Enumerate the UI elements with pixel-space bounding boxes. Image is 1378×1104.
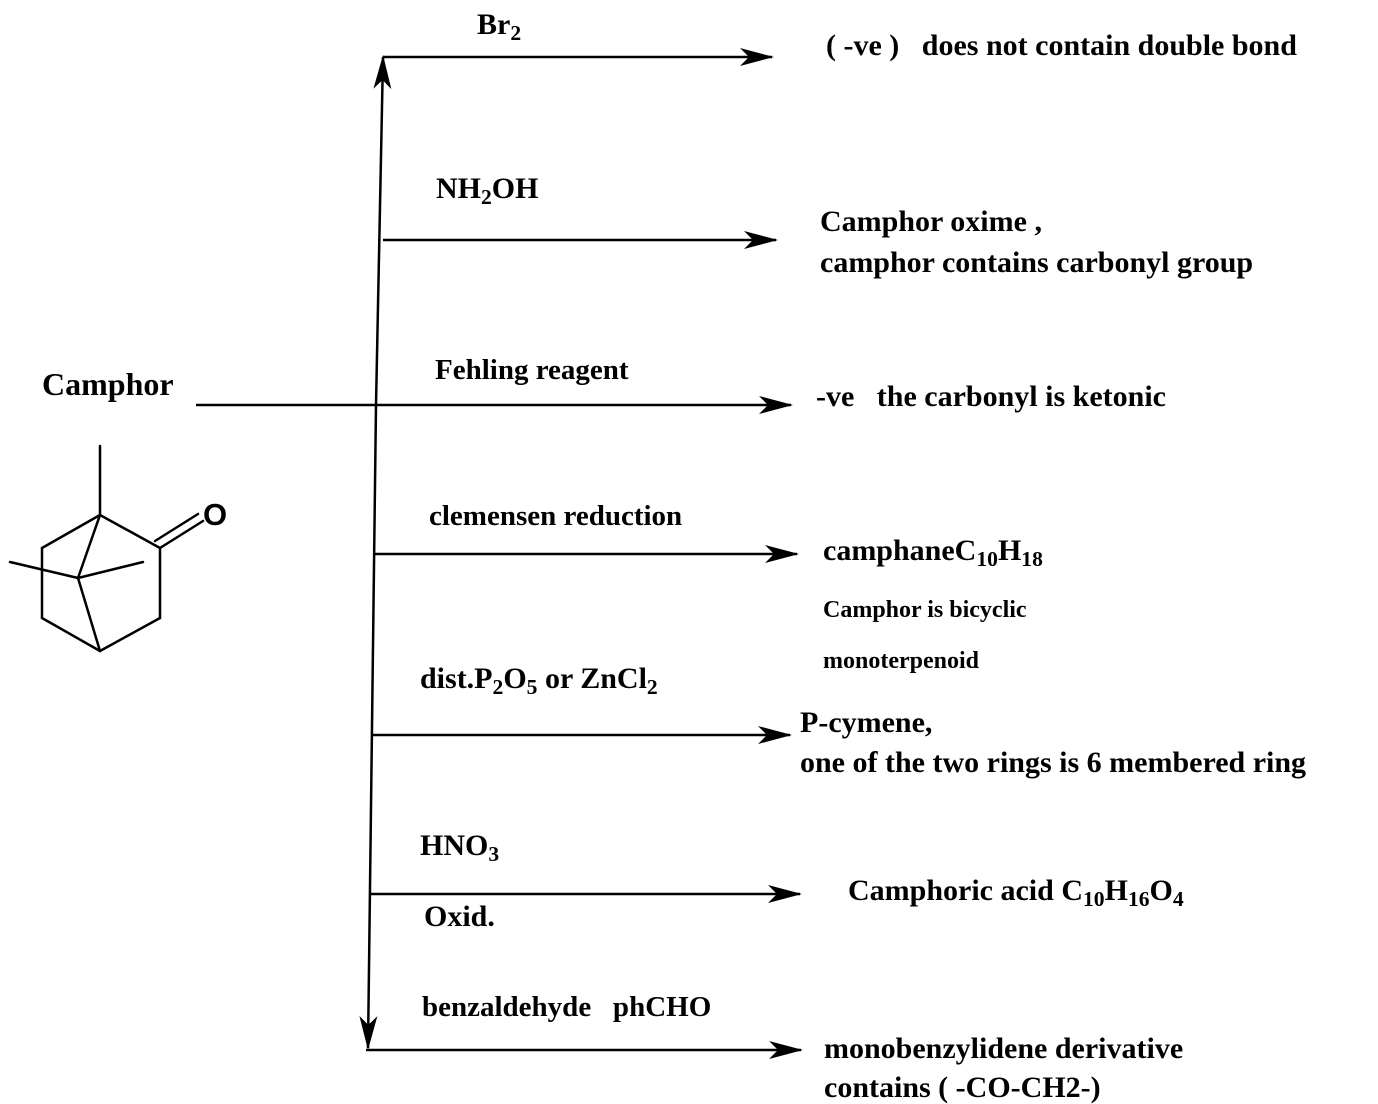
reagent-text: Br <box>477 8 511 41</box>
camphor-structure <box>8 444 205 653</box>
reagent-nh2oh: NH2OH <box>436 174 538 209</box>
result-text: O <box>1149 874 1173 907</box>
reagent-subscript: 3 <box>488 842 500 867</box>
reagent-text: HNO <box>420 829 489 862</box>
vertical-arrow-down <box>359 404 378 1050</box>
reagent-subscript: 2 <box>492 675 504 700</box>
vertical-arrow-up <box>373 55 392 406</box>
result-text: Camphoric acid C <box>848 874 1083 907</box>
oxygen-atom-label: O <box>203 497 228 532</box>
reagent-text: dist.P <box>420 662 493 695</box>
result-p2o5-line1: P-cymene, <box>800 706 933 739</box>
result-text: H <box>997 534 1022 567</box>
result-clemensen-note-line2: monoterpenoid <box>823 648 979 674</box>
result-subscript: 16 <box>1127 887 1150 912</box>
result-text: camphaneC <box>823 534 977 567</box>
reagent-br2: Br2 <box>477 10 521 45</box>
result-subscript: 4 <box>1172 887 1184 912</box>
reagent-benzaldehyde: benzaldehyde phCHO <box>422 991 712 1023</box>
result-text: H <box>1104 874 1128 907</box>
reagent-subscript: 2 <box>510 21 522 46</box>
reagent-text: or ZnCl <box>537 662 647 695</box>
result-br2: ( -ve ) does not contain double bond <box>826 29 1297 62</box>
result-clemensen-formula: camphaneC10H18 <box>823 536 1043 571</box>
result-fehling: -ve the carbonyl is ketonic <box>816 380 1166 413</box>
result-nh2oh-line1: Camphor oxime , <box>820 205 1042 238</box>
result-clemensen-note-line1: Camphor is bicyclic <box>823 597 1027 623</box>
result-subscript: 18 <box>1021 547 1043 572</box>
reagent-text: O <box>503 662 527 695</box>
reagent-text: NH <box>436 172 481 205</box>
result-subscript: 10 <box>1083 887 1105 912</box>
result-benzaldehyde-line1: monobenzylidene derivative <box>824 1032 1184 1065</box>
reagent-fehling: Fehling reagent <box>435 354 629 386</box>
reagent-text: OH <box>491 172 539 205</box>
camphor-label: Camphor <box>42 366 174 402</box>
reagent-note-oxid: Oxid. <box>424 900 495 933</box>
result-nh2oh-line2: camphor contains carbonyl group <box>820 246 1254 279</box>
reagent-subscript: 5 <box>526 675 538 700</box>
reagent-clemensen: clemensen reduction <box>429 500 683 532</box>
reagent-subscript: 2 <box>646 675 658 700</box>
result-p2o5-line2: one of the two rings is 6 membered ring <box>800 746 1307 779</box>
reagent-subscript: 2 <box>481 185 492 210</box>
reagent-p2o5-zncl2: dist.P2O5 or ZnCl2 <box>420 664 658 699</box>
reagent-hno3: HNO3 <box>420 831 499 866</box>
result-benzaldehyde-line2: contains ( -CO-CH2-) <box>824 1071 1101 1104</box>
result-hno3: Camphoric acid C10H16O4 <box>848 876 1184 911</box>
result-subscript: 10 <box>976 547 998 572</box>
